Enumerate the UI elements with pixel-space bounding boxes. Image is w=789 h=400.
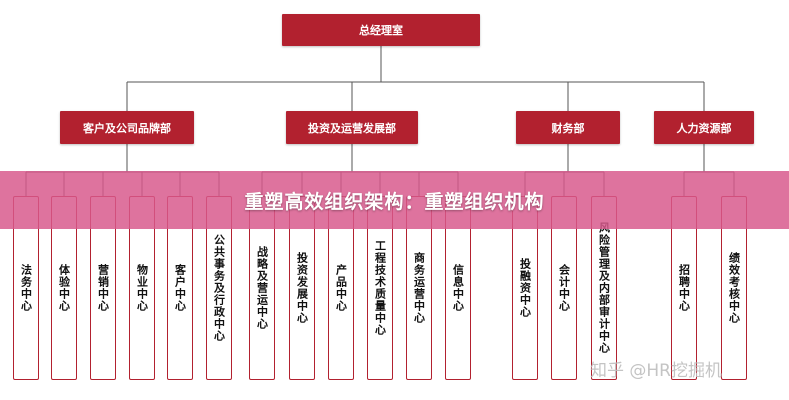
department-node: 人力资源部 — [654, 111, 754, 144]
center-label: 营销中心 — [96, 264, 110, 312]
root-node-general-manager: 总经理室 — [282, 14, 480, 46]
center-label: 会计中心 — [557, 264, 571, 312]
department-node: 投资及运营发展部 — [286, 111, 418, 144]
center-label: 工程技术质量中心 — [373, 240, 387, 336]
center-label: 战略及营运中心 — [255, 246, 269, 330]
center-label: 物业中心 — [135, 264, 149, 312]
center-label: 客户中心 — [173, 264, 187, 312]
center-label: 商务运营中心 — [412, 252, 426, 324]
center-label: 体验中心 — [57, 264, 71, 312]
banner-title: 重塑高效组织架构：重塑组织机构 — [244, 190, 545, 213]
watermark: 知乎 @HR挖掘机 — [590, 361, 722, 381]
center-node: 招聘中心 — [671, 196, 697, 380]
center-label: 招聘中心 — [677, 264, 691, 312]
department-node: 客户及公司品牌部 — [60, 111, 194, 144]
center-label: 投融资中心 — [518, 258, 532, 318]
center-label: 绩效考核中心 — [727, 252, 741, 324]
title-banner: 重塑高效组织架构：重塑组织机构 — [0, 171, 789, 229]
center-label: 投资发展中心 — [295, 252, 309, 324]
department-node: 财务部 — [516, 111, 620, 144]
center-label: 信息中心 — [451, 264, 465, 312]
center-label: 法务中心 — [19, 264, 33, 312]
center-label: 公共事务及行政中心 — [212, 234, 226, 342]
center-label: 产品中心 — [334, 264, 348, 312]
center-label: 风险管理及内部审计中心 — [597, 222, 611, 354]
